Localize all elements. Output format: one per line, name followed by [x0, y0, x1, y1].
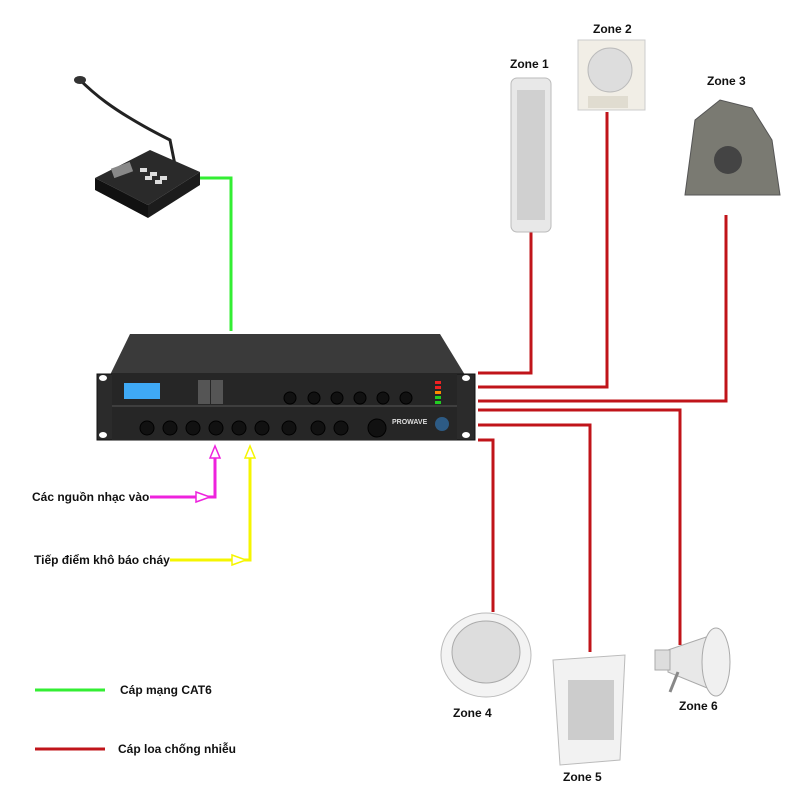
alarm-input-cable [170, 450, 252, 562]
music-arrow-icon-2 [195, 490, 213, 504]
paging-microphone-console [74, 76, 200, 218]
cable-zone-2 [478, 112, 609, 389]
cable-zone-5 [478, 423, 592, 652]
cable-zone-4 [478, 438, 495, 612]
cable-zone-6 [478, 408, 682, 645]
zone-1-column-speaker [510, 77, 552, 233]
alarm-arrow-icon-2 [231, 553, 249, 567]
zone-2-label: Zone 2 [593, 22, 632, 36]
zone-5-label: Zone 5 [563, 770, 602, 784]
legend-cat6-label: Cáp mạng CAT6 [120, 683, 212, 697]
amplifier-brand: PROWAVE [392, 419, 428, 426]
mixer-amplifier [96, 334, 476, 441]
zone-6-horn-speaker [654, 627, 731, 697]
zone-4-label: Zone 4 [453, 706, 492, 720]
zone-6-label: Zone 6 [679, 699, 718, 713]
music-sources-label: Các nguồn nhạc vào [32, 490, 150, 504]
fire-alarm-contact-label: Tiếp điểm khô báo cháy [34, 553, 170, 567]
cable-zone-3 [478, 215, 728, 403]
zone-5-wall-speaker [552, 654, 626, 766]
zone-3-label: Zone 3 [707, 74, 746, 88]
zone-4-ceiling-speaker [440, 612, 532, 698]
speaker-cables [478, 112, 728, 652]
legend-speaker-cable-label: Cáp loa chống nhiễu [118, 742, 237, 756]
music-input-cable [150, 450, 217, 499]
zone-1-label: Zone 1 [510, 57, 549, 71]
music-arrow-icon [208, 444, 222, 459]
zone-2-box-speaker [577, 39, 646, 111]
alarm-arrow-icon [243, 444, 257, 459]
cable-zone-1 [478, 232, 533, 375]
zone-3-rock-speaker [684, 99, 781, 196]
cat6-cable [195, 176, 233, 331]
